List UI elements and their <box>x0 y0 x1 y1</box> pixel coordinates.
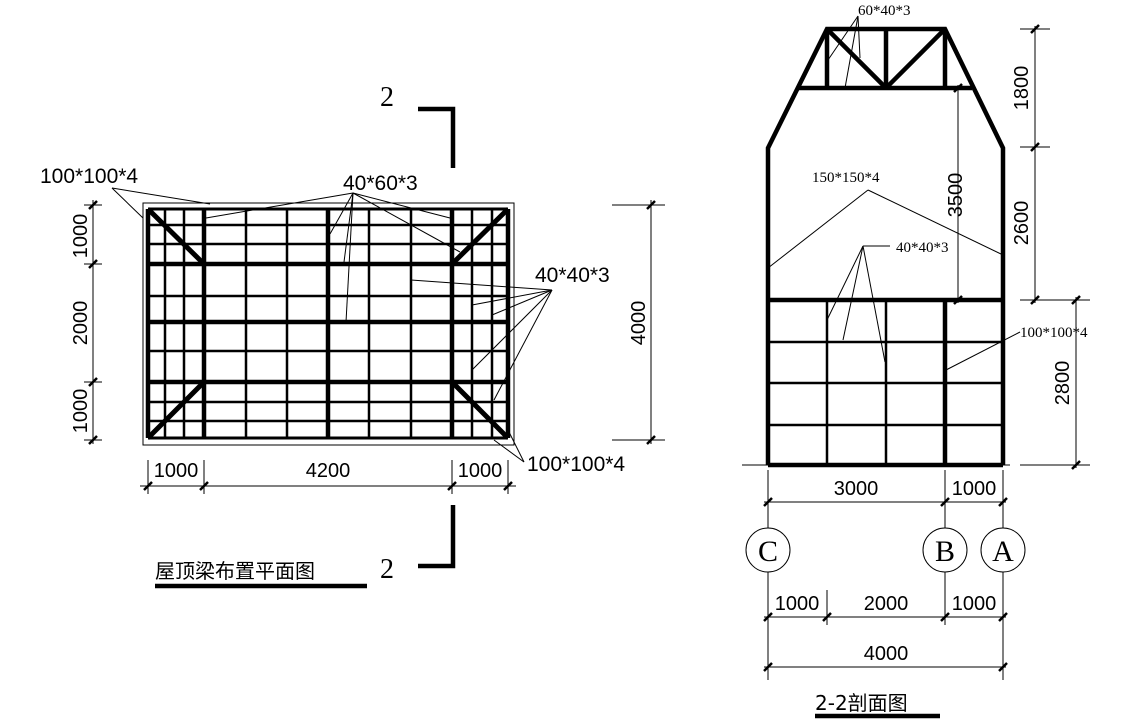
axis-b-label: B <box>935 535 955 568</box>
dim-bottom-1: 1000 <box>154 460 199 482</box>
dim-2000: 2000 <box>864 593 909 615</box>
section-dimension-ticks <box>763 24 1081 672</box>
label-100x100x4-bottom: 100*100*4 <box>527 453 625 476</box>
section-frame <box>765 26 1006 468</box>
label-section-100x100x4: 100*100*4 <box>1020 325 1088 341</box>
dim-1000-ba: 1000 <box>952 478 997 500</box>
section-cut-line-top <box>418 106 456 168</box>
label-100x100x4-top: 100*100*4 <box>40 165 138 188</box>
section-title: 2-2剖面图 <box>815 691 908 715</box>
hip-beam <box>146 380 206 440</box>
axis-a-label: A <box>992 535 1014 568</box>
section-cut-line-bottom <box>418 505 456 569</box>
axis-bubbles <box>745 510 1026 590</box>
label-40x60x3: 40*60*3 <box>343 172 418 195</box>
label-section-40x40x3: 40*40*3 <box>896 240 949 256</box>
dim-4000: 4000 <box>864 643 909 665</box>
plan-title: 屋顶梁布置平面图 <box>155 559 315 583</box>
dim-2600: 2600 <box>1011 201 1033 246</box>
label-60x40x3: 60*40*3 <box>858 3 911 19</box>
section-dimension-lines <box>764 26 1090 680</box>
dim-3500: 3500 <box>945 173 967 218</box>
plan-outer-outline <box>142 202 515 446</box>
section-mark-bottom: 2 <box>380 554 394 585</box>
dim-cb-1000: 1000 <box>775 593 820 615</box>
plan-dimension-ticks <box>88 200 656 491</box>
dim-bottom-2: 4200 <box>306 460 351 482</box>
dim-left-1: 1000 <box>70 214 92 259</box>
plan-leaders <box>111 187 553 463</box>
section-2-2: 60*40*3 150*150*4 40*40*3 100*100*4 <box>742 3 1090 719</box>
roof-beam-plan: 2 2 100*100*4 40*60*3 40*40*3 100*100*4 <box>40 82 665 589</box>
hip-beam <box>450 380 510 440</box>
axis-c-label: C <box>758 535 778 568</box>
label-150x150x4: 150*150*4 <box>812 170 880 186</box>
dim-right-total: 4000 <box>628 301 650 346</box>
hip-beam <box>450 207 510 266</box>
plan-grid <box>145 207 511 440</box>
dim-1800: 1800 <box>1011 66 1033 111</box>
dim-left-2: 2000 <box>70 301 92 346</box>
label-40x40x3: 40*40*3 <box>535 264 610 287</box>
dim-left-3: 1000 <box>70 389 92 434</box>
section-leaders <box>767 15 1021 371</box>
dim-2800: 2800 <box>1052 361 1074 406</box>
hip-beam <box>146 207 206 266</box>
dim-ba-1000: 1000 <box>952 593 997 615</box>
dim-3000: 3000 <box>834 478 879 500</box>
dim-bottom-3: 1000 <box>458 460 503 482</box>
section-mark-top: 2 <box>380 82 394 113</box>
